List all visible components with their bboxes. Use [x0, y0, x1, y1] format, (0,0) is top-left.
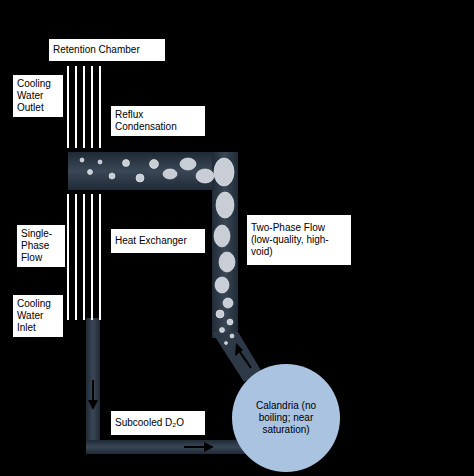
- label-box: Single-Phase Flow: [16, 224, 66, 268]
- return-pipe: [86, 440, 246, 454]
- label-box: Reflux Condensation: [110, 105, 206, 137]
- node-text: Subcooled D₂O: [115, 417, 201, 429]
- node-text: Reflux Condensation: [115, 109, 201, 133]
- node-text: Single-Phase Flow: [21, 228, 61, 264]
- node-text: Two-Phase Flow (low-quality, high-void): [251, 222, 347, 258]
- tube-bundle: [68, 66, 100, 320]
- label-box: Heat Exchanger: [110, 228, 206, 254]
- label-box: Cooling Water Inlet: [12, 294, 64, 338]
- label-box: Cooling Water Outlet: [12, 74, 64, 118]
- vapor-bubbles: [80, 158, 235, 345]
- node-text: Cooling Water Outlet: [17, 78, 59, 114]
- label-box: Subcooled D₂O: [110, 410, 206, 436]
- calandria-vessel: Calandria (no boiling; near saturation): [232, 364, 340, 472]
- node-text: Cooling Water Inlet: [17, 298, 59, 334]
- node-text: Calandria (no boiling; near saturation): [242, 400, 330, 436]
- label-box: Two-Phase Flow (low-quality, high-void): [246, 214, 352, 266]
- return-pipe: [86, 318, 100, 454]
- riser-pipe: [212, 152, 238, 338]
- flow-arrow: [88, 343, 251, 452]
- label-box: Retention Chamber: [48, 38, 166, 62]
- node-text: Retention Chamber: [53, 44, 161, 56]
- node-text: Heat Exchanger: [115, 235, 201, 247]
